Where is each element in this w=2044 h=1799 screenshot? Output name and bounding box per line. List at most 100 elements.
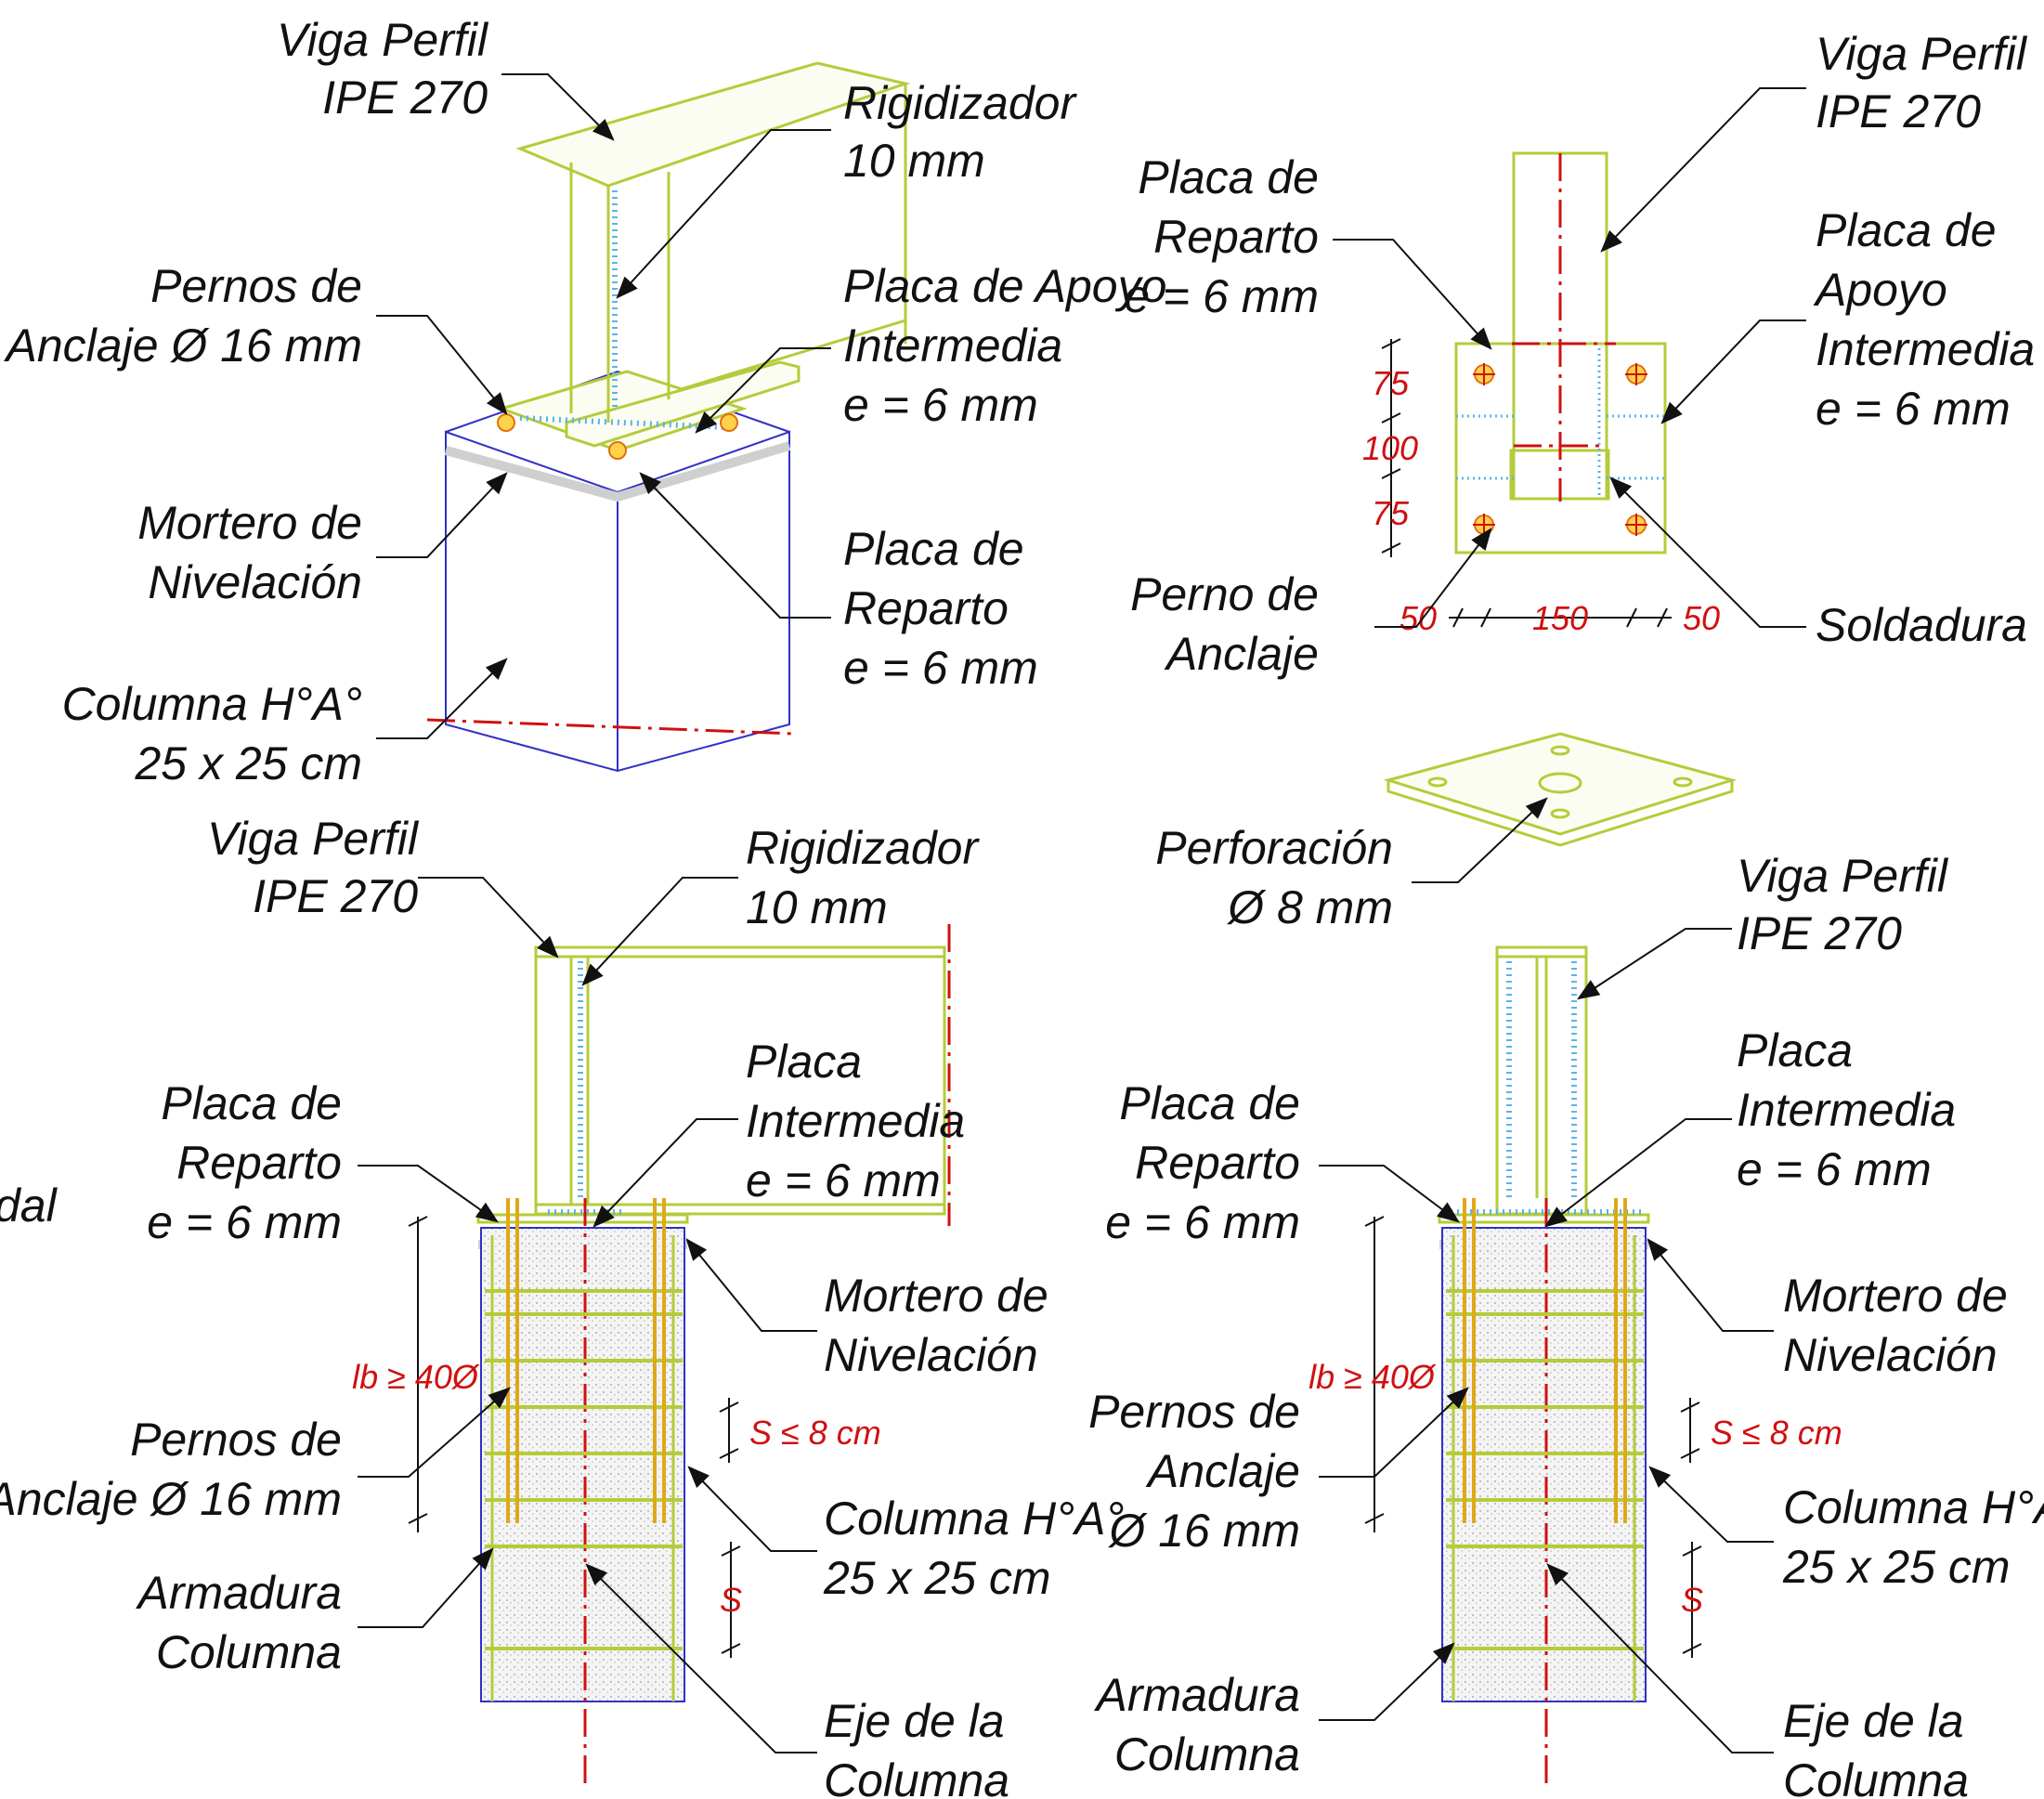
leader-line <box>376 315 508 415</box>
leader-line <box>1576 928 1732 1000</box>
svg-text:Columna H°A°25 x 25 cm: Columna H°A°25 x 25 cm <box>823 1493 1124 1604</box>
plate-weld <box>519 415 725 430</box>
leader-line <box>585 1563 817 1753</box>
leader-line <box>418 877 559 958</box>
dimension-tick <box>1682 1545 1702 1557</box>
leader-line <box>1648 1466 1774 1543</box>
leader-line <box>1333 239 1492 350</box>
leader-line <box>358 1165 499 1223</box>
dimension-s: S <box>1681 1581 1703 1619</box>
dimension-50: 50 <box>1400 599 1437 637</box>
label-viga: Viga Perfil <box>1816 28 2028 80</box>
label-mortero: Mortero de <box>137 497 362 549</box>
label-pernos: Anclaje <box>1145 1445 1300 1497</box>
dimension-75: 75 <box>1372 494 1410 532</box>
leader-line <box>1546 1563 1774 1753</box>
label-placa-reparto: Placa de <box>161 1077 342 1129</box>
label-placa-apoyo: e = 6 mm <box>843 379 1038 431</box>
leader-line <box>358 1387 511 1478</box>
label-soldadura: Soldadura <box>1816 599 2027 651</box>
label-placa-reparto: e = 6 mm <box>1105 1196 1300 1248</box>
label-pernos: Anclaje Ø 16 mm <box>4 319 362 372</box>
dimension-tick <box>1657 607 1668 628</box>
column-concrete <box>480 1227 685 1702</box>
leader-line <box>695 347 831 434</box>
leader-line <box>639 472 831 619</box>
label-placa-reparto: Placa de <box>1119 1077 1300 1129</box>
label-viga: Viga Perfil <box>1737 850 1949 902</box>
dimension-tick <box>721 1545 741 1557</box>
dimension-s: S <box>720 1581 742 1619</box>
label-pernos: Pernos de <box>130 1414 342 1466</box>
center-hole <box>1538 772 1582 794</box>
label-mortero: Mortero de <box>1783 1270 2008 1322</box>
label-placa-reparto: Reparto <box>1153 211 1319 263</box>
label-armadura: Armadura <box>135 1567 342 1619</box>
label-rigidizador: Rigidizador <box>843 77 1077 129</box>
label-viga: IPE 270 <box>1816 85 1981 137</box>
dimension-tick <box>721 1643 741 1654</box>
leader-line <box>1660 319 1806 424</box>
label-armadura: Columna <box>156 1626 342 1678</box>
label-viga: IPE 270 <box>253 870 418 922</box>
anchor-bolt-icon <box>497 413 515 432</box>
label-columna: Columna H°A° <box>1783 1481 2044 1533</box>
label-placa-apoyo: Intermedia <box>843 319 1062 372</box>
dimension-lb: lb ≥ 40Ø <box>1308 1358 1437 1396</box>
label-eje: Eje de la <box>824 1695 1005 1747</box>
leader-line <box>1600 87 1806 253</box>
label-placa-intermedia: Placa <box>746 1036 862 1088</box>
leader-line <box>685 1238 817 1332</box>
label-eje: Eje de la <box>1783 1695 1964 1747</box>
label-placa-reparto: Placa de <box>843 523 1024 575</box>
plate-thickness <box>1387 780 1734 847</box>
bolt-hole <box>1550 745 1570 756</box>
dimension-s-max: S ≤ 8 cm <box>749 1414 881 1452</box>
leader-line <box>1374 528 1492 628</box>
label-columna: 25 x 25 cm <box>134 737 362 789</box>
label-placa-apoyo: e = 6 mm <box>1816 383 2011 435</box>
leader-line <box>616 129 831 299</box>
leader-line <box>376 472 508 558</box>
dimension-75: 75 <box>1372 364 1410 402</box>
dimension-tick <box>408 1513 428 1524</box>
label-pernos: Ø 16 mm <box>1107 1505 1300 1557</box>
dimension-tick <box>1381 542 1401 554</box>
anchor-bolt-icon <box>1625 363 1647 385</box>
bolt-hole <box>1673 776 1693 788</box>
perforated-plate <box>1383 732 1738 836</box>
leader-line <box>376 658 508 739</box>
label-rigidizador: 10 mm <box>746 881 888 933</box>
label-placa-apoyo: Placa de <box>1816 204 1997 256</box>
dimension-150: 150 <box>1532 599 1588 637</box>
label-placa-apoyo: Intermedia <box>1816 323 2035 375</box>
dimension-tick <box>1381 412 1401 424</box>
beam-elevation <box>534 945 946 1216</box>
label-placa-intermedia: Intermedia <box>746 1095 965 1147</box>
column-axis-line <box>426 718 795 736</box>
leader-line <box>592 1118 738 1228</box>
label-columna: Columna H°A° <box>62 678 362 730</box>
partial-text: dal <box>0 1180 59 1232</box>
label-pernos: Pernos de <box>1088 1386 1300 1438</box>
anchor-bolt-icon <box>1625 514 1647 536</box>
label-perforacion: Perforación <box>1155 822 1393 874</box>
label-columna: 25 x 25 cm <box>823 1552 1051 1604</box>
label-placa-intermedia: e = 6 mm <box>746 1154 941 1206</box>
leader-line <box>1319 1387 1469 1478</box>
leader-line <box>1647 1238 1774 1332</box>
